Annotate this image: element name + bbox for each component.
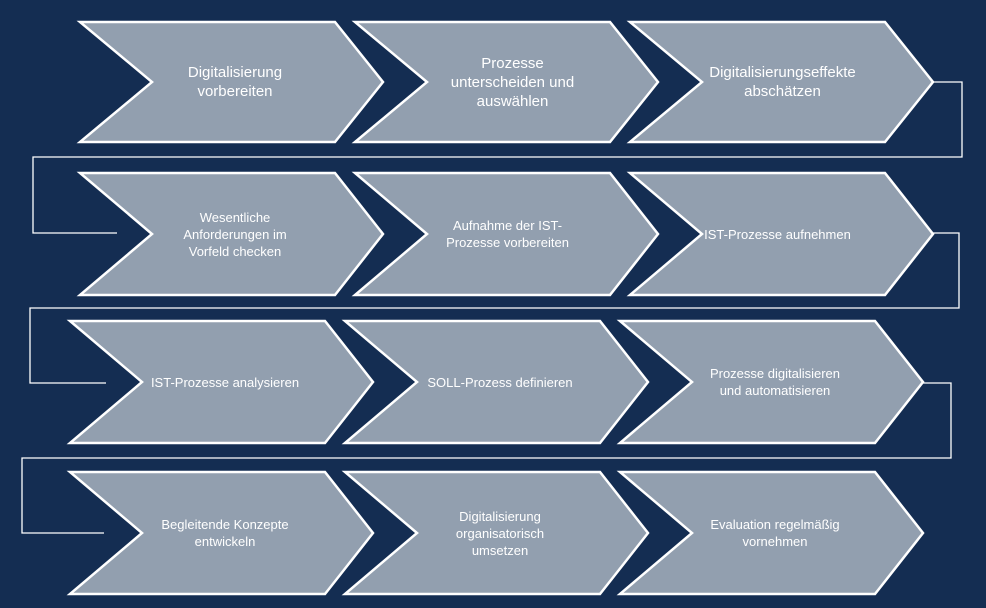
chevron-step-12 [616,470,925,596]
connector-line-2 [29,232,960,384]
chevron-step-7 [66,319,375,445]
connector-line-3 [21,382,952,534]
chevron-step-2 [351,20,660,144]
chevron-step-10 [66,470,375,596]
chevron-step-11 [341,470,650,596]
chevron-step-3 [626,20,935,144]
connector-line-1 [32,81,963,234]
chevron-step-1 [76,20,385,144]
chevron-step-8 [341,319,650,445]
chevron-shapes [66,20,935,596]
chevron-step-5 [351,171,660,297]
connector-lines [21,81,963,534]
chevron-step-9 [616,319,925,445]
chevron-step-6 [626,171,935,297]
chevron-step-4 [76,171,385,297]
